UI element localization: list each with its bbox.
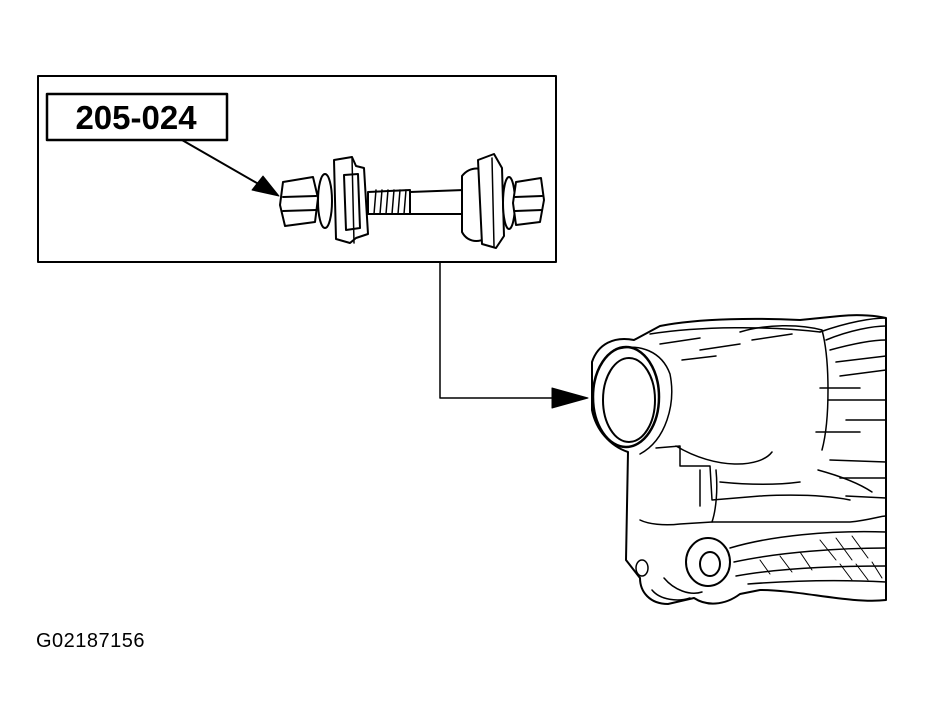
tool-inset-frame xyxy=(37,75,557,263)
cam-bolt-tool xyxy=(279,153,545,249)
label-leader-arrow xyxy=(181,139,280,197)
tool-number-text: 205-024 xyxy=(75,99,197,136)
tool-number-label: 205-024 xyxy=(45,92,229,142)
suspension-component xyxy=(591,314,887,605)
install-location-arrow xyxy=(439,261,589,409)
figure-id-label: G02187156 xyxy=(36,630,146,652)
